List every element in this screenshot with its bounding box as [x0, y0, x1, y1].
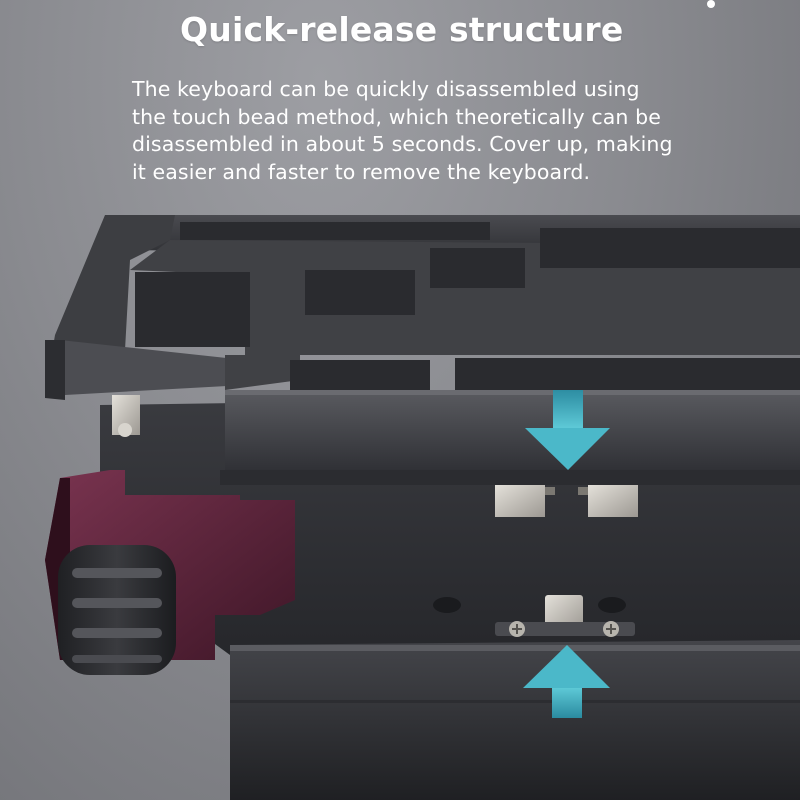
top-plate-frame: [45, 215, 800, 470]
touch-bead-mount: [433, 595, 635, 637]
description-line: The keyboard can be quickly disassembled…: [132, 77, 640, 101]
description-line: it easier and faster to remove the keybo…: [132, 159, 591, 184]
page-title: Quick-release structure: [180, 10, 624, 49]
arrow-down-icon: [525, 390, 610, 470]
side-release-knob: [45, 470, 295, 675]
corner-dot: [707, 0, 715, 8]
latch-blocks: [112, 395, 638, 517]
description-line: the touch bead method, which theoretical…: [132, 104, 661, 129]
description-line: disassembled in about 5 seconds. Cover u…: [132, 132, 673, 156]
arrow-up-icon: [523, 645, 610, 718]
feature-description: The keyboard can be quickly disassembled…: [132, 76, 742, 186]
